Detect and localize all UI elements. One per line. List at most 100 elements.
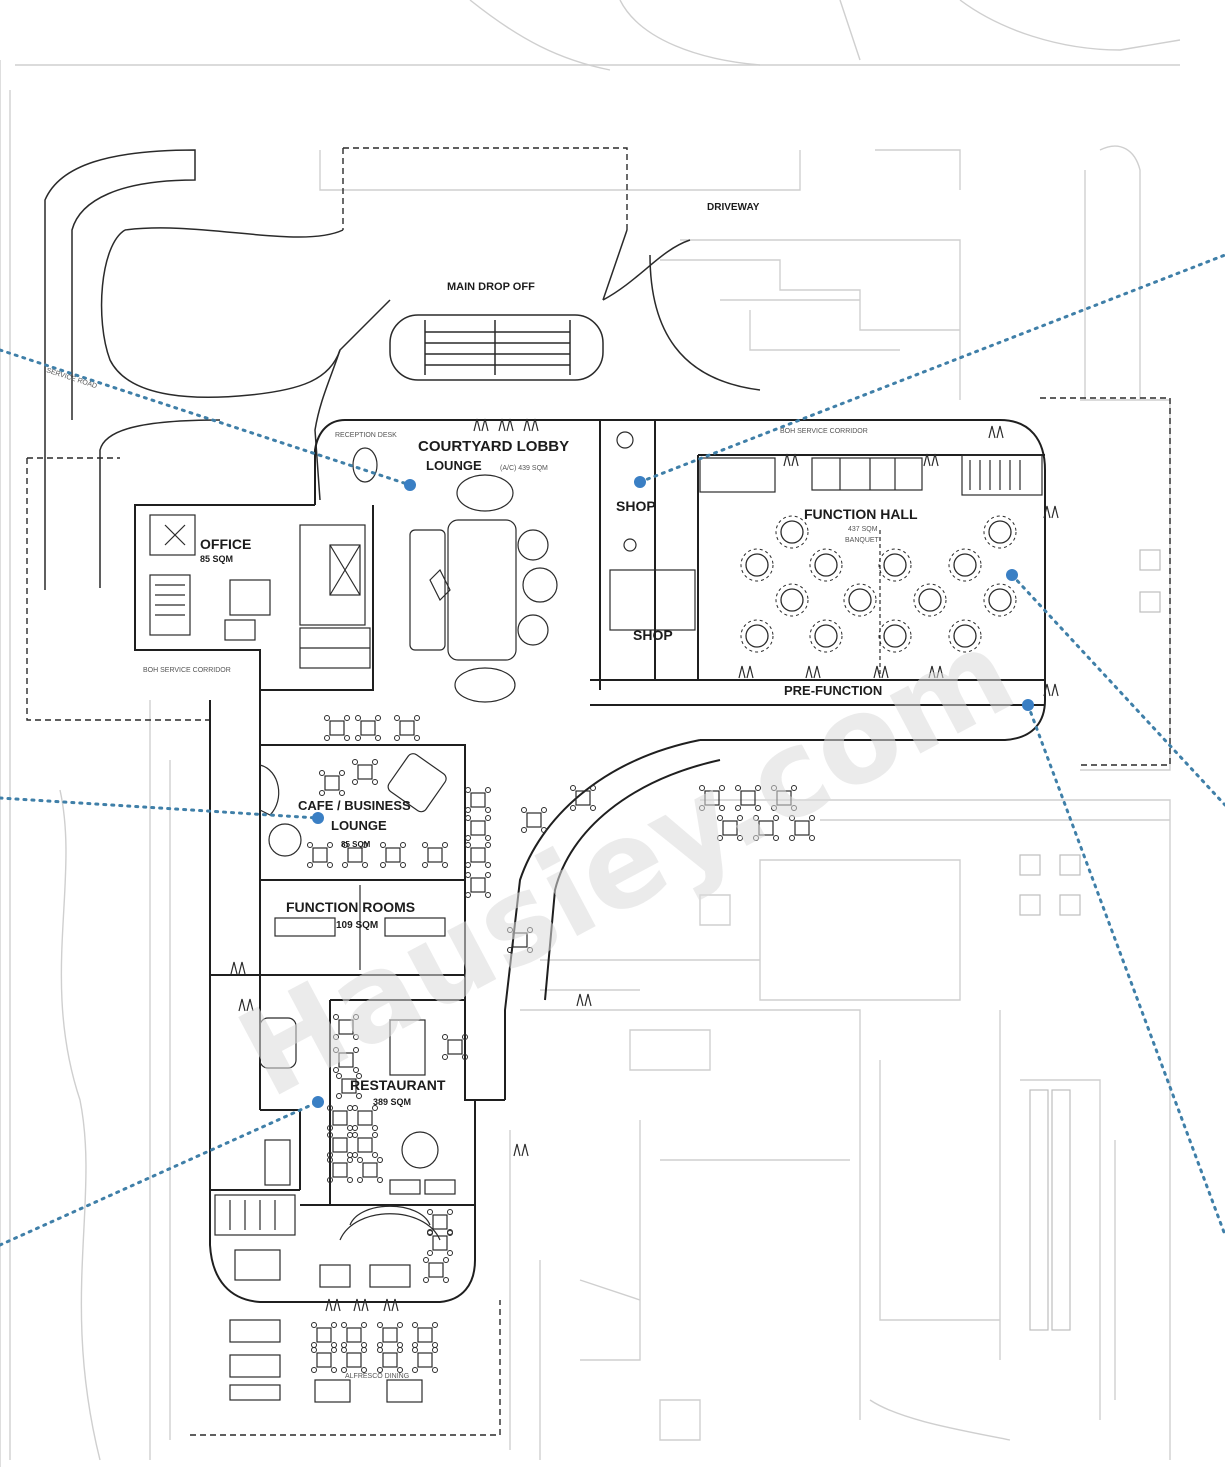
table-cluster — [521, 807, 547, 833]
table-cluster — [412, 1347, 438, 1373]
banquet-table — [809, 548, 843, 582]
chair-pair — [383, 1298, 399, 1312]
banquet-table — [948, 548, 982, 582]
chair-pair — [805, 665, 821, 679]
site-boundary — [26, 147, 1171, 1436]
table-cluster — [465, 842, 491, 868]
context-linework — [0, 0, 1181, 1467]
interior-details — [149, 431, 1043, 1281]
table-cluster — [427, 1209, 453, 1235]
label-function-rooms: FUNCTION ROOMS — [286, 899, 415, 915]
chair-pair — [238, 998, 254, 1012]
banquet-table — [740, 548, 774, 582]
table-clusters — [230, 418, 1059, 1373]
table-cluster — [377, 1347, 403, 1373]
banquet-table — [983, 583, 1017, 617]
banquet-table — [913, 583, 947, 617]
label-cafe-lounge: LOUNGE — [331, 818, 387, 833]
table-cluster — [422, 842, 448, 868]
chair-pair — [473, 418, 489, 432]
table-cluster — [311, 1322, 337, 1348]
table-cluster — [319, 770, 345, 796]
chair-pair — [783, 453, 799, 467]
label-courtyard-lounge: LOUNGE — [426, 458, 482, 473]
table-cluster — [333, 1047, 359, 1073]
chair-pair — [738, 665, 754, 679]
label-driveway: DRIVEWAY — [707, 202, 760, 213]
chair-pair — [1043, 505, 1059, 519]
banquet-table — [809, 619, 843, 653]
table-cluster — [380, 842, 406, 868]
table-cluster — [307, 842, 333, 868]
table-cluster — [717, 815, 743, 841]
table-cluster — [357, 1157, 383, 1183]
table-cluster — [341, 1322, 367, 1348]
table-cluster — [753, 815, 779, 841]
table-cluster — [327, 1105, 353, 1131]
label-shop-1: SHOP — [616, 498, 656, 514]
label-office-area: 85 SQM — [200, 554, 233, 564]
marker-shop — [634, 476, 646, 488]
chair-pair — [325, 1298, 341, 1312]
table-cluster — [324, 715, 350, 741]
table-cluster — [465, 787, 491, 813]
banquet-table — [740, 619, 774, 653]
label-cafe-area: 85 SQM — [341, 840, 371, 849]
label-restaurant-area: 389 SQM — [373, 1097, 411, 1107]
chair-pair — [498, 418, 514, 432]
label-function-hall-sub: BANQUET — [845, 537, 880, 544]
drop-off-island — [389, 314, 604, 381]
table-cluster — [327, 1132, 353, 1158]
table-cluster — [352, 1105, 378, 1131]
table-cluster — [333, 1014, 359, 1040]
table-cluster — [442, 1034, 468, 1060]
label-office: OFFICE — [200, 536, 251, 552]
table-cluster — [377, 1322, 403, 1348]
view-markers — [312, 476, 1034, 1108]
chair-pair — [523, 418, 539, 432]
table-cluster — [423, 1257, 449, 1283]
table-cluster — [465, 815, 491, 841]
table-cluster — [341, 1347, 367, 1373]
label-shop-2: SHOP — [633, 627, 673, 643]
building-walls — [134, 419, 1046, 1303]
table-cluster — [327, 1157, 353, 1183]
room-labels: MAIN DROP OFF DRIVEWAY COURTYARD LOBBY L… — [45, 202, 918, 1380]
table-cluster — [394, 715, 420, 741]
label-alfresco: ALFRESCO DINING — [345, 1373, 409, 1380]
chair-pair — [230, 961, 246, 975]
marker-function-hall — [1006, 569, 1018, 581]
table-cluster — [789, 815, 815, 841]
chair-pair — [873, 665, 889, 679]
banquet-table — [843, 583, 877, 617]
table-cluster — [336, 1073, 362, 1099]
table-cluster — [735, 785, 761, 811]
banquet-table — [948, 619, 982, 653]
chair-pair — [1043, 683, 1059, 697]
chair-pair — [576, 993, 592, 1007]
table-cluster — [771, 785, 797, 811]
driveway — [44, 149, 761, 590]
banquet-table — [878, 548, 912, 582]
table-cluster — [699, 785, 725, 811]
view-lines — [0, 253, 1225, 1247]
chair-pair — [988, 425, 1004, 439]
banquet-table — [983, 515, 1017, 549]
label-function-hall: FUNCTION HALL — [804, 506, 918, 522]
banquet-table — [775, 583, 809, 617]
banquet-table — [878, 619, 912, 653]
label-restaurant: RESTAURANT — [350, 1077, 446, 1093]
context-furniture — [1019, 549, 1161, 1331]
label-cafe: CAFE / BUSINESS — [298, 798, 411, 813]
table-cluster — [352, 759, 378, 785]
chair-pair — [928, 665, 944, 679]
alfresco-seating — [229, 1264, 423, 1403]
label-function-hall-area: 437 SQM — [848, 526, 878, 533]
marker-pre-function — [1022, 699, 1034, 711]
label-boh-service-corridor: BOH SERVICE CORRIDOR — [780, 428, 868, 435]
marker-lobby — [404, 479, 416, 491]
banquet-table — [775, 515, 809, 549]
banquet-tables — [740, 515, 1017, 653]
label-boh-corridor: BOH SERVICE CORRIDOR — [143, 667, 231, 674]
label-courtyard-lobby: COURTYARD LOBBY — [418, 438, 569, 455]
